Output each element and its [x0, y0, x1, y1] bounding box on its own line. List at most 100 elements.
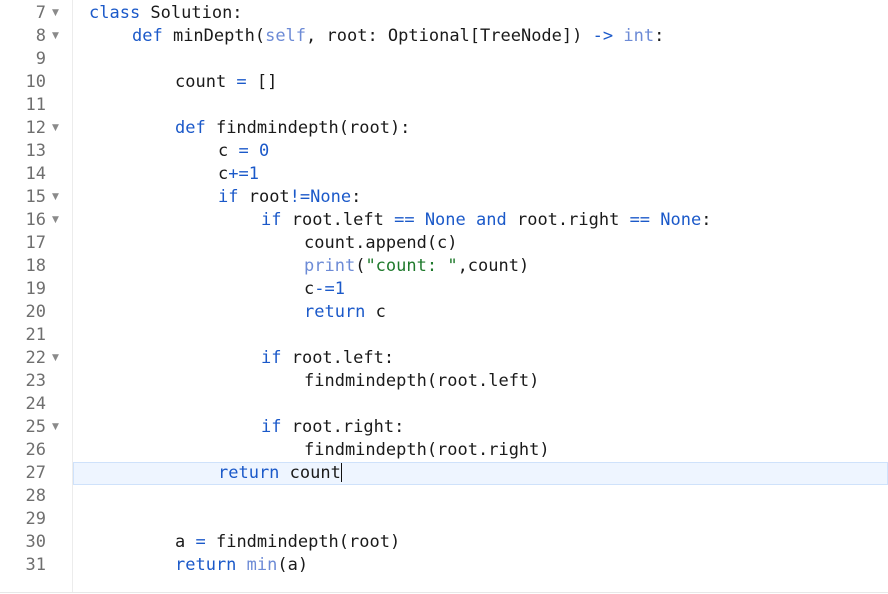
- code-token: self: [265, 26, 307, 46]
- code-line[interactable]: 31 return min(a): [0, 554, 888, 577]
- code-text: return count: [218, 463, 342, 484]
- code-text: def minDepth(self, root: Optional[TreeNo…: [132, 26, 664, 47]
- code-line[interactable]: 21: [0, 324, 888, 347]
- line-number: 13: [25, 141, 46, 161]
- code-token: min: [246, 555, 278, 575]
- line-number: 31: [25, 555, 46, 575]
- code-line-content[interactable]: a = findmindepth(root): [73, 531, 888, 554]
- chevron-down-icon[interactable]: ▼: [52, 192, 59, 202]
- code-line[interactable]: 25 ▼ if root.right:: [0, 416, 888, 439]
- code-token: c: [375, 302, 386, 322]
- code-line-content[interactable]: count.append(c): [73, 232, 888, 255]
- code-line[interactable]: 8▼def minDepth(self, root: Optional[Tree…: [0, 25, 888, 48]
- line-number: 28: [25, 486, 46, 506]
- code-token: ->: [592, 26, 614, 46]
- line-number: 18: [25, 256, 46, 276]
- code-token: int: [623, 26, 655, 46]
- code-line-content[interactable]: if root!=None:: [73, 186, 888, 209]
- code-token: a: [175, 532, 196, 552]
- line-number: 25: [25, 417, 46, 437]
- code-line-content[interactable]: [73, 48, 888, 71]
- code-line-content[interactable]: print("count: ",count): [73, 255, 888, 278]
- code-line[interactable]: 24: [0, 393, 888, 416]
- code-line[interactable]: 17 count.append(c): [0, 232, 888, 255]
- code-text: def findmindepth(root):: [175, 118, 410, 139]
- code-line-content[interactable]: [73, 393, 888, 416]
- code-line[interactable]: 18 print("count: ",count): [0, 255, 888, 278]
- code-line-content[interactable]: findmindepth(root.right): [73, 439, 888, 462]
- code-line[interactable]: 7▼class Solution:: [0, 2, 888, 25]
- code-line[interactable]: 15▼if root!=None:: [0, 186, 888, 209]
- chevron-down-icon[interactable]: ▼: [52, 353, 59, 363]
- code-token: count: [175, 72, 237, 92]
- chevron-down-icon[interactable]: ▼: [52, 31, 59, 41]
- code-token: def: [175, 118, 216, 138]
- code-line[interactable]: 16 ▼ if root.left == None and root.right =…: [0, 209, 888, 232]
- code-token: return: [304, 302, 376, 322]
- line-number: 17: [25, 233, 46, 253]
- code-line-content[interactable]: findmindepth(root.left): [73, 370, 888, 393]
- code-line-content[interactable]: return c: [73, 301, 888, 324]
- line-number: 16: [25, 210, 46, 230]
- code-line-content[interactable]: if root.left:: [73, 347, 888, 370]
- code-token: , root: Optional[TreeNode]): [306, 26, 593, 46]
- code-token: c: [218, 141, 239, 161]
- code-text: a = findmindepth(root): [175, 532, 400, 553]
- code-line-content[interactable]: class Solution:: [73, 2, 888, 25]
- code-line[interactable]: 29: [0, 508, 888, 531]
- code-text: print("count: ",count): [304, 256, 529, 277]
- code-line-content[interactable]: return count: [73, 462, 888, 485]
- chevron-down-icon[interactable]: ▼: [52, 215, 59, 225]
- code-text: return min(a): [175, 555, 308, 576]
- code-token: def: [132, 26, 173, 46]
- code-line-content[interactable]: [73, 324, 888, 347]
- code-line-content[interactable]: if root.left == None and root.right == N…: [73, 209, 888, 232]
- code-line-content[interactable]: return min(a): [73, 554, 888, 577]
- code-token: findmindepth(root):: [215, 118, 411, 138]
- code-line-content[interactable]: c-=1: [73, 278, 888, 301]
- code-line[interactable]: 28: [0, 485, 888, 508]
- code-line[interactable]: 27 return count: [0, 462, 888, 485]
- code-line[interactable]: 9: [0, 48, 888, 71]
- code-token: []: [246, 72, 278, 92]
- code-line[interactable]: 12▼def findmindepth(root):: [0, 117, 888, 140]
- code-token: root.right: [506, 210, 630, 230]
- code-line-content[interactable]: [73, 508, 888, 531]
- code-token: 1: [334, 279, 345, 299]
- code-token: return: [175, 555, 247, 575]
- code-token: minDepth(: [172, 26, 266, 46]
- code-line[interactable]: 13 c = 0: [0, 140, 888, 163]
- code-line-content[interactable]: c+=1: [73, 163, 888, 186]
- code-token: [415, 210, 425, 230]
- code-line[interactable]: 11: [0, 94, 888, 117]
- line-number: 27: [25, 463, 46, 483]
- code-line-content[interactable]: [73, 94, 888, 117]
- line-number: 11: [25, 95, 46, 115]
- code-line-content[interactable]: def findmindepth(root):: [73, 117, 888, 140]
- chevron-down-icon[interactable]: ▼: [52, 422, 59, 432]
- code-text: count.append(c): [304, 233, 458, 254]
- chevron-down-icon[interactable]: ▼: [52, 123, 59, 133]
- code-line-content[interactable]: if root.right:: [73, 416, 888, 439]
- code-token: None: [424, 210, 466, 230]
- code-line-content[interactable]: def minDepth(self, root: Optional[TreeNo…: [73, 25, 888, 48]
- chevron-down-icon[interactable]: ▼: [52, 8, 59, 18]
- code-line-content[interactable]: c = 0: [73, 140, 888, 163]
- code-line[interactable]: 22▼if root.left:: [0, 347, 888, 370]
- code-line-content[interactable]: count = []: [73, 71, 888, 94]
- code-token: !=: [289, 187, 311, 207]
- code-token: c: [218, 164, 229, 184]
- code-token: ==: [629, 210, 651, 230]
- line-number: 21: [25, 325, 46, 345]
- code-line-content[interactable]: [73, 485, 888, 508]
- code-token: (a): [277, 555, 309, 575]
- line-number: 24: [25, 394, 46, 414]
